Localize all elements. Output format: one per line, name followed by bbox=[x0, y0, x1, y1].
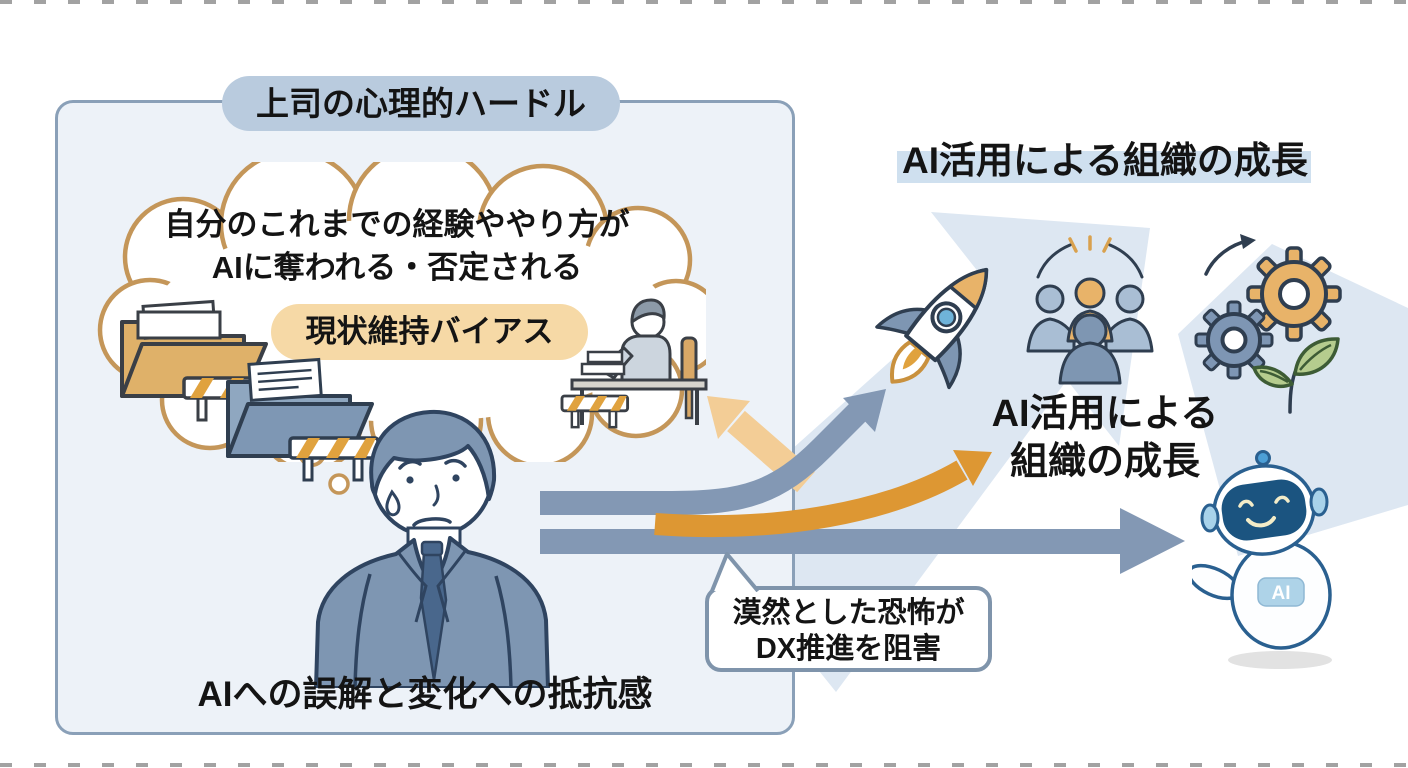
bias-label: 現状維持バイアス bbox=[271, 304, 588, 360]
speech-bubble-line1: 漠然とした恐怖が bbox=[732, 597, 965, 629]
worker-at-desk-icon bbox=[560, 298, 708, 429]
robot-ai-badge: AI bbox=[1272, 583, 1291, 604]
right-panel-title: AI活用による組織の成長 bbox=[902, 140, 1308, 181]
blocked-folder-blue-icon bbox=[226, 357, 380, 482]
cloud-text-line2: AIに奪われる・否定される bbox=[211, 250, 583, 285]
cloud-text: 自分のこれまでの経験ややり方が AIに奪われる・否定される bbox=[107, 203, 687, 289]
team-collaboration-icon bbox=[1026, 235, 1154, 385]
worried-manager-illustration bbox=[314, 409, 550, 688]
speech-bubble: 漠然とした恐怖が DX推進を阻害 bbox=[705, 586, 992, 672]
cloud-text-line1: 自分のこれまでの経験ややり方が bbox=[164, 207, 630, 242]
crop-artifact-top bbox=[0, 0, 1408, 4]
ai-robot-mascot: AI bbox=[1192, 450, 1332, 669]
growth-label-line1: AI活用による bbox=[991, 393, 1219, 435]
speech-bubble-tail bbox=[710, 552, 760, 592]
sprout-icon bbox=[1252, 337, 1340, 414]
right-title-highlight bbox=[897, 151, 1311, 183]
gears-icon bbox=[1194, 234, 1342, 414]
left-panel-caption: AIへの誤解と変化への抵抗感 bbox=[197, 675, 653, 714]
crop-artifact-bottom bbox=[0, 763, 1408, 767]
left-panel-title: 上司の心理的ハードル bbox=[222, 76, 620, 131]
speech-bubble-line2: DX推進を阻害 bbox=[755, 633, 942, 665]
growth-label-line2: 組織の成長 bbox=[1009, 441, 1200, 483]
rocket-icon bbox=[875, 267, 989, 390]
growth-label: AI活用による 組織の成長 bbox=[955, 390, 1255, 486]
